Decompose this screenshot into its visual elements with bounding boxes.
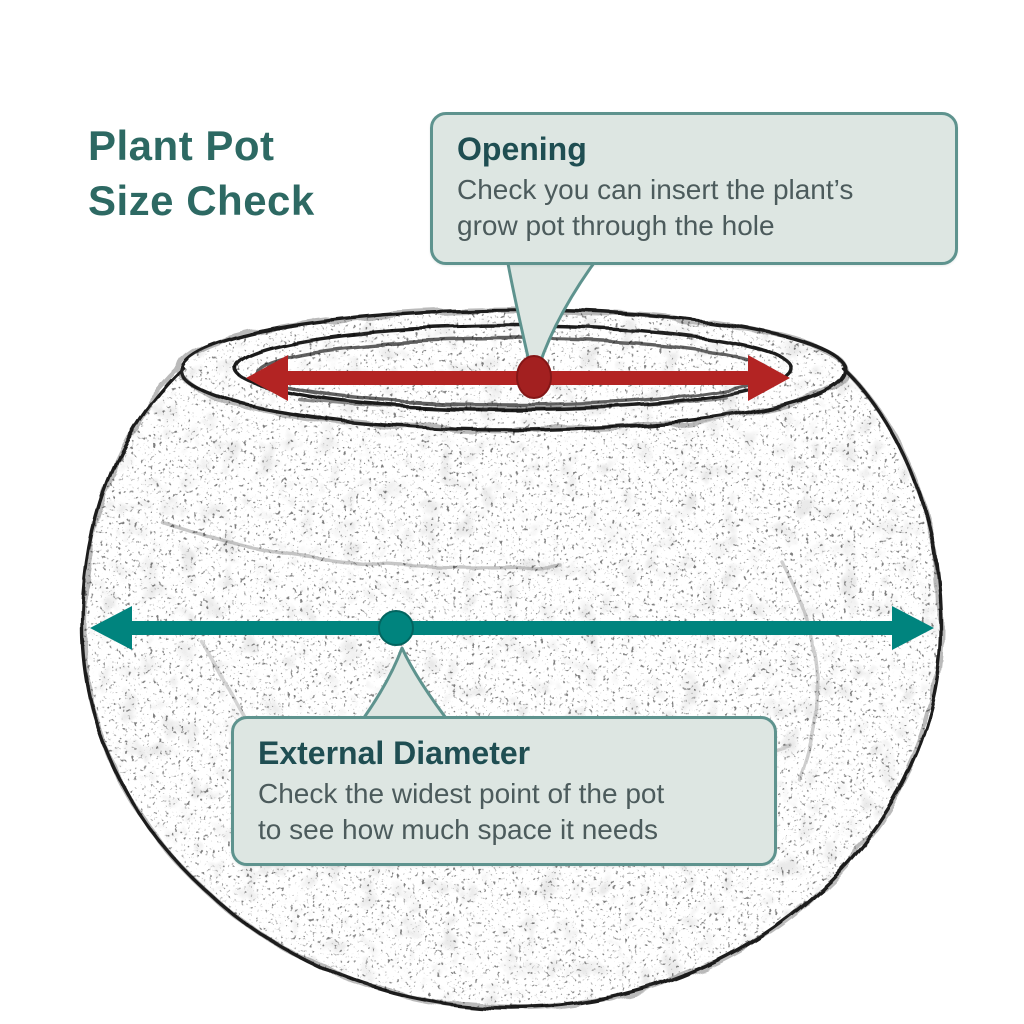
external-diameter-callout-body-line2: to see how much space it needs xyxy=(258,813,659,845)
opening-midpoint-dot xyxy=(516,355,552,399)
opening-callout-title: Opening xyxy=(457,131,587,167)
external-diameter-callout: External Diameter Check the widest point… xyxy=(231,716,777,866)
opening-callout-body: Check you can insert the plant’s grow po… xyxy=(457,172,931,244)
opening-callout-body-line2: grow pot through the hole xyxy=(457,209,775,241)
opening-arrow xyxy=(246,355,790,401)
opening-callout-body-line1: Check you can insert the plant’s xyxy=(457,174,854,205)
external-diameter-midpoint-dot xyxy=(378,610,414,646)
external-diameter-callout-body: Check the widest point of the pot to see… xyxy=(258,776,750,848)
page-title-line1: Plant Pot xyxy=(88,122,275,169)
external-diameter-callout-tail xyxy=(356,646,454,728)
external-diameter-arrow xyxy=(90,606,934,650)
pot-texture-speckle xyxy=(83,310,941,1008)
opening-callout: Opening Check you can insert the plant’s… xyxy=(430,112,958,265)
plant-pot-sketch xyxy=(80,307,944,1011)
page-title: Plant Pot Size Check xyxy=(88,118,428,229)
external-diameter-callout-title: External Diameter xyxy=(258,735,531,771)
external-diameter-callout-body-line1: Check the widest point of the pot xyxy=(258,778,665,809)
page-title-line2: Size Check xyxy=(88,177,315,225)
